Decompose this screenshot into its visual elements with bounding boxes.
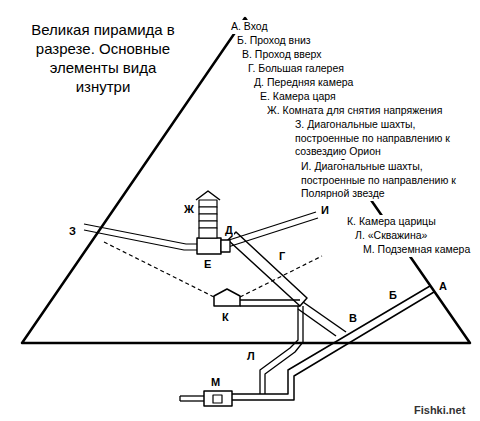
callout-letter: Ж (183, 203, 195, 215)
ascending-passage (303, 302, 346, 332)
legend-key-line: Е. Камера царя (259, 90, 337, 104)
well-shaft (265, 306, 303, 394)
legend-key-line: З. Диагональные шахты, построенные по на… (294, 118, 464, 159)
well-shaft (260, 306, 298, 394)
relieving-chamber (199, 221, 217, 228)
legend-key-line: Г. Большая галерея (247, 62, 345, 76)
legend-key-line: И. Диагональные шахты, построенные по на… (300, 160, 468, 201)
callout-letter: Е (203, 258, 212, 270)
dead-end-passage (180, 395, 204, 396)
ascending-passage (298, 309, 336, 336)
descending-passage (232, 292, 434, 400)
king-shaft (228, 218, 318, 247)
callout-letter: Г (278, 250, 286, 262)
diagram-title: Великая пирамида в разрезе. Основные эле… (28, 20, 178, 96)
legend-key-line: Л. «Скважина» (354, 229, 428, 243)
callout-letter: Д (224, 224, 234, 236)
callout-letter: Л (246, 350, 256, 362)
underground-chamber (204, 391, 232, 406)
queen-chamber (214, 289, 240, 306)
legend-key-line: К. Камера царицы (346, 215, 437, 229)
dead-end-passage (179, 396, 180, 401)
callout-letter: И (320, 204, 330, 216)
queen-passage (240, 299, 300, 300)
queen-passage (240, 305, 300, 306)
pyramid-outline (22, 18, 470, 343)
relieving-chamber (199, 214, 217, 221)
king-shaft (84, 230, 197, 250)
callout-letter: Б (388, 289, 398, 301)
relieving-chamber (199, 228, 217, 238)
legend-key-line: А. Вход (230, 20, 269, 34)
callout-letter: К (221, 311, 230, 323)
callout-letter: М (210, 376, 221, 388)
dead-end-passage (180, 400, 204, 401)
relieving-chamber (199, 207, 217, 214)
queen-shaft (240, 256, 322, 297)
legend-key-line: В. Проход вверх (241, 48, 323, 62)
chamber-block (213, 395, 222, 403)
relieving-chamber (199, 200, 217, 207)
callout-letter: А (438, 280, 448, 292)
antechamber (221, 240, 230, 252)
king-chamber (197, 238, 221, 254)
legend-key-line: Б. Проход вниз (236, 34, 312, 48)
legend-key-line: Ж. Комната для снятия напряжения (266, 104, 443, 118)
watermark: Fishki.net (412, 404, 467, 417)
legend-key-line: Д. Передняя камера (253, 76, 354, 90)
callout-letter: В (348, 312, 358, 324)
callout-letter: З (68, 225, 77, 237)
pyramid-group (22, 18, 470, 406)
relieving-gable (196, 191, 220, 200)
descending-passage (232, 286, 430, 394)
legend-key-line: М. Подземная камера (362, 243, 471, 257)
king-shaft (226, 212, 316, 241)
